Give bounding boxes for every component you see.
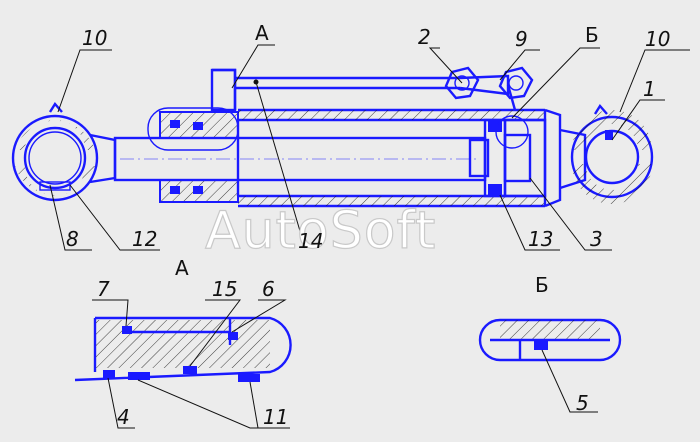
callout-13: 13: [528, 227, 553, 251]
callout-3: 3: [590, 227, 603, 251]
callout-4: 4: [117, 405, 130, 429]
callout-8: 8: [66, 227, 79, 251]
callout-10-right: 10: [645, 27, 670, 51]
main-assembly: [11, 66, 654, 208]
callout-9: 9: [515, 27, 528, 51]
front-gland: [147, 107, 239, 203]
watermark: AutoSoft: [205, 201, 436, 261]
callout-6: 6: [262, 277, 275, 301]
leaders-detail-a: [92, 299, 290, 429]
callout-15: 15: [212, 277, 237, 301]
detail-b: Б: [478, 273, 622, 362]
callout-1: 1: [643, 77, 656, 101]
callout-12: 12: [132, 227, 157, 251]
leaders-detail-b: [541, 349, 598, 413]
callout-14: 14: [298, 229, 323, 253]
callout-2: 2: [418, 25, 431, 49]
callout-10-left: 10: [82, 26, 107, 50]
detail-a: А: [74, 256, 292, 382]
callouts-main: 10 10 1 2 9 Б А 14 8 12 13 3: [66, 21, 670, 253]
pipe-fittings: [444, 66, 534, 100]
section-b-marker: [495, 115, 529, 149]
detail-b-label: Б: [535, 273, 549, 297]
leaders-main: [49, 44, 690, 251]
left-eye: [11, 101, 117, 202]
right-eye: [559, 103, 654, 204]
piston-and-rear-head: [468, 108, 562, 208]
section-a-label: А: [255, 21, 269, 45]
callout-11: 11: [263, 405, 288, 429]
callout-5: 5: [576, 391, 589, 415]
callouts-detail-a: 7 15 6 4 11: [97, 277, 288, 429]
callout-7: 7: [97, 277, 110, 301]
external-pipe: [210, 68, 517, 112]
detail-a-label: А: [175, 256, 189, 280]
section-b-label: Б: [585, 23, 599, 47]
